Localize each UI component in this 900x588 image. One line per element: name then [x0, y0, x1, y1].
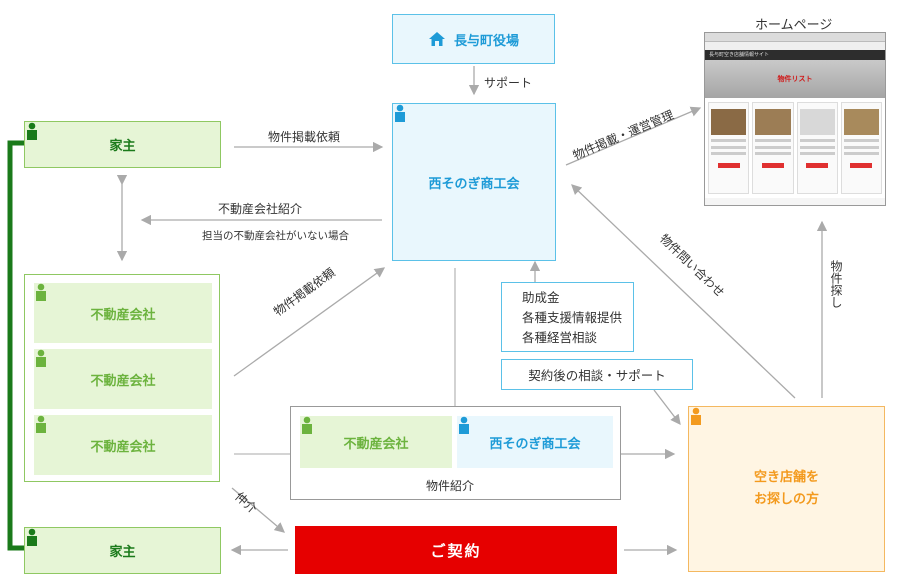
realtor-box-3: 不動産会社 [34, 415, 212, 475]
chamber-box: 西そのぎ商工会 [392, 103, 556, 261]
arrow-listing-mgmt [565, 106, 702, 166]
town-hall-label: 長与町役場 [453, 33, 519, 49]
house-icon [428, 32, 445, 46]
arrow-post-contract [653, 389, 681, 426]
post-contract-label: 契約後の相談・サポート [528, 368, 666, 383]
realtor-label-1: 不動産会社 [90, 307, 156, 323]
intro-realtor-label: 不動産会社 [343, 436, 409, 452]
support-label: サポート [484, 76, 533, 90]
realtor-box-2: 不動産会社 [34, 349, 212, 409]
contract-label: ご契約 [430, 541, 482, 560]
intro-chamber-box: 西そのぎ商工会 [457, 416, 613, 468]
intro-group: 不動産会社 西そのぎ商工会 物件紹介 [290, 406, 621, 500]
homepage-site-title: 長与町空き店舗情報サイト [705, 50, 885, 60]
person-icon [36, 283, 46, 301]
support-item-2: 各種支援情報提供 [522, 310, 623, 325]
homepage-banner: 物件リスト [777, 75, 813, 83]
landlord-label-top: 家主 [109, 139, 136, 154]
arrow-mediation [231, 487, 285, 533]
realtor-label-2: 不動産会社 [90, 373, 156, 389]
arrow-listing-request-2 [233, 267, 386, 377]
landlord-box-bottom: 家主 [24, 527, 221, 574]
person-icon [36, 415, 46, 433]
arrow-inquiry [571, 184, 796, 399]
realtors-group: 不動産会社 不動産会社 不動産会社 [24, 274, 220, 482]
seeker-line-2: お探しの方 [753, 492, 819, 507]
person-icon [691, 407, 701, 425]
person-icon [395, 104, 405, 122]
landlord-label-bottom: 家主 [109, 545, 136, 560]
homepage-label: ホームページ [755, 18, 833, 33]
person-icon [302, 416, 312, 434]
realtor-intro-note: 担当の不動産会社がいない場合 [202, 230, 349, 242]
person-icon [27, 528, 37, 546]
person-icon [459, 416, 469, 434]
intro-realtor-box: 不動産会社 [300, 416, 452, 468]
intro-chamber-label: 西そのぎ商工会 [489, 436, 581, 452]
support-list-box: 助成金 各種支援情報提供 各種経営相談 [501, 282, 634, 352]
intro-caption: 物件紹介 [426, 479, 475, 493]
support-item-3: 各種経営相談 [522, 330, 598, 345]
chamber-label: 西そのぎ商工会 [428, 176, 520, 192]
realtor-intro-label: 不動産会社紹介 [218, 202, 303, 216]
person-icon [27, 122, 37, 140]
realtor-label-3: 不動産会社 [90, 439, 156, 455]
person-icon [36, 349, 46, 367]
listing-request-label-1: 物件掲載依頼 [268, 130, 341, 144]
search-label: 物件探し [829, 260, 843, 308]
seeker-line-1: 空き店舗を [753, 470, 819, 485]
contract-box: ご契約 [295, 526, 617, 574]
seeker-box: 空き店舗を お探しの方 [688, 406, 885, 572]
realtor-box-1: 不動産会社 [34, 283, 212, 343]
support-item-1: 助成金 [522, 290, 560, 305]
town-hall-box: 長与町役場 [392, 14, 555, 64]
homepage-screenshot: 長与町空き店舗情報サイト 物件リスト [704, 32, 886, 206]
post-contract-box: 契約後の相談・サポート [501, 359, 693, 390]
landlord-bracket [7, 140, 25, 551]
landlord-box-top: 家主 [24, 121, 221, 168]
